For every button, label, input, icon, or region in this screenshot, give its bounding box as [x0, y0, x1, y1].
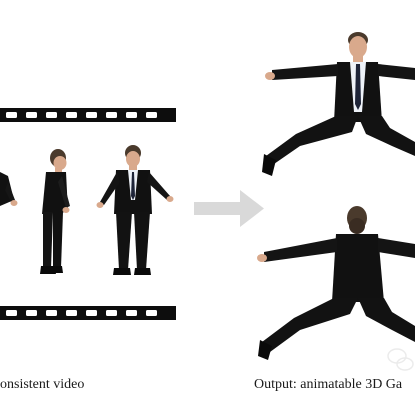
sprocket-hole — [126, 112, 137, 118]
right-arrow-icon — [194, 190, 264, 227]
sprocket-hole — [26, 310, 37, 316]
avatar-back-view — [257, 206, 415, 360]
sprocket-hole — [126, 310, 137, 316]
sprocket-hole — [86, 310, 97, 316]
video-frame-figure-3 — [96, 145, 174, 275]
sprocket-hole — [26, 112, 37, 118]
sprocket-hole — [6, 310, 17, 316]
video-frame-figure-1 — [0, 172, 18, 206]
sprocket-hole — [66, 310, 77, 316]
film-strip-bottom — [0, 306, 176, 320]
input-caption: onsistent video — [0, 377, 85, 392]
sprocket-hole — [6, 112, 17, 118]
avatar-front-view — [262, 32, 415, 176]
sprocket-hole — [46, 310, 57, 316]
film-strip-top — [0, 108, 176, 122]
sprocket-hole — [146, 112, 157, 118]
sprocket-hole — [66, 112, 77, 118]
sprocket-hole — [106, 112, 117, 118]
sprocket-hole — [106, 310, 117, 316]
sprocket-hole — [46, 112, 57, 118]
output-caption: Output: animatable 3D Ga — [254, 377, 403, 392]
video-frame-figure-2 — [40, 149, 70, 274]
sprocket-hole — [146, 310, 157, 316]
watermark-icon — [387, 348, 414, 371]
sprocket-hole — [86, 112, 97, 118]
